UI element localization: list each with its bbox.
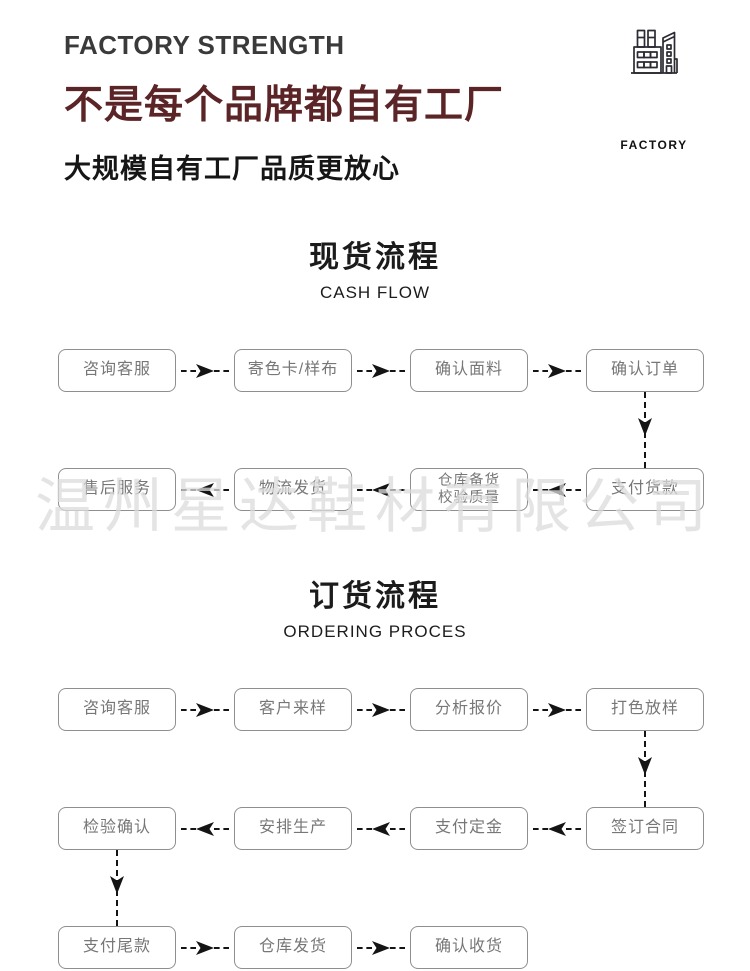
arrow-down-icon bbox=[638, 757, 652, 780]
row-connector bbox=[0, 731, 750, 807]
flow-step: 寄色卡/样布 bbox=[234, 349, 352, 392]
header: FACTORY STRENGTH 不是每个品牌都自有工厂 大规模自有工厂品质更放… bbox=[0, 0, 750, 186]
factory-badge: FACTORY bbox=[606, 28, 702, 152]
flow-step: 分析报价 bbox=[410, 688, 528, 731]
flow-title: 现货流程 bbox=[309, 241, 441, 274]
eyebrow-text: FACTORY STRENGTH bbox=[64, 30, 345, 60]
flow-row: 咨询客服 客户来样 分析报价 打色放样 bbox=[0, 688, 750, 731]
flow-step: 确认收货 bbox=[410, 926, 528, 969]
arrow-right-icon bbox=[352, 940, 410, 955]
page-title: 不是每个品牌都自有工厂 bbox=[64, 84, 505, 127]
arrow-right-icon bbox=[176, 940, 234, 955]
factory-icon-label: FACTORY bbox=[620, 138, 688, 152]
flow-step: 支付尾款 bbox=[58, 926, 176, 969]
flow-chart: 咨询客服 寄色卡/样布 确认面料 确认订单售后服务 物流发货 仓库备货校验质量 支付货款 bbox=[0, 349, 750, 511]
arrow-down-icon bbox=[638, 418, 652, 441]
flow-step: 检验确认 bbox=[58, 807, 176, 850]
flow-step: 签订合同 bbox=[586, 807, 704, 850]
arrow-right-icon bbox=[176, 363, 234, 378]
flow-step: 咨询客服 bbox=[58, 349, 176, 392]
flow-chart: 咨询客服 客户来样 分析报价 打色放样检验确认 安排生产 支付定金 签订合同支付尾款 仓库发货… bbox=[0, 688, 750, 969]
flow-step: 支付定金 bbox=[410, 807, 528, 850]
flow-step: 物流发货 bbox=[234, 468, 352, 511]
flow-section: 现货流程 CASH FLOW 咨询客服 寄色卡/样布 确认面料 确认订单售后服务 物流发货 仓… bbox=[0, 232, 750, 511]
flow-step: 确认订单 bbox=[586, 349, 704, 392]
flow-section: 订货流程 ORDERING PROCES 咨询客服 客户来样 分析报价 打色放样检验确认 安… bbox=[0, 571, 750, 969]
arrow-down-icon bbox=[110, 876, 124, 899]
flow-step: 售后服务 bbox=[58, 468, 176, 511]
flow-step: 咨询客服 bbox=[58, 688, 176, 731]
flow-row: 支付尾款 仓库发货 确认收货 bbox=[0, 926, 750, 969]
arrow-left-icon bbox=[528, 821, 586, 836]
arrow-right-icon bbox=[528, 702, 586, 717]
arrow-right-icon bbox=[352, 702, 410, 717]
arrow-right-icon bbox=[352, 363, 410, 378]
factory-icon bbox=[606, 28, 702, 75]
flow-row: 售后服务 物流发货 仓库备货校验质量 支付货款 bbox=[0, 468, 750, 511]
flow-title: 订货流程 bbox=[309, 580, 441, 613]
arrow-left-icon bbox=[352, 482, 410, 497]
row-connector bbox=[0, 392, 750, 468]
flow-subtitle: ORDERING PROCES bbox=[283, 622, 467, 641]
arrow-left-icon bbox=[352, 821, 410, 836]
flow-step: 客户来样 bbox=[234, 688, 352, 731]
flow-step: 安排生产 bbox=[234, 807, 352, 850]
flow-step: 仓库备货校验质量 bbox=[410, 468, 528, 511]
flow-row: 咨询客服 寄色卡/样布 确认面料 确认订单 bbox=[0, 349, 750, 392]
flow-step: 支付货款 bbox=[586, 468, 704, 511]
arrow-left-icon bbox=[176, 482, 234, 497]
arrow-left-icon bbox=[528, 482, 586, 497]
arrow-right-icon bbox=[528, 363, 586, 378]
flow-step: 打色放样 bbox=[586, 688, 704, 731]
flow-row: 检验确认 安排生产 支付定金 签订合同 bbox=[0, 807, 750, 850]
flow-subtitle: CASH FLOW bbox=[319, 283, 431, 302]
arrow-left-icon bbox=[176, 821, 234, 836]
page-subtitle: 大规模自有工厂品质更放心 bbox=[64, 154, 400, 184]
arrow-right-icon bbox=[176, 702, 234, 717]
flow-step: 仓库发货 bbox=[234, 926, 352, 969]
flow-step: 确认面料 bbox=[410, 349, 528, 392]
row-connector bbox=[0, 850, 750, 926]
